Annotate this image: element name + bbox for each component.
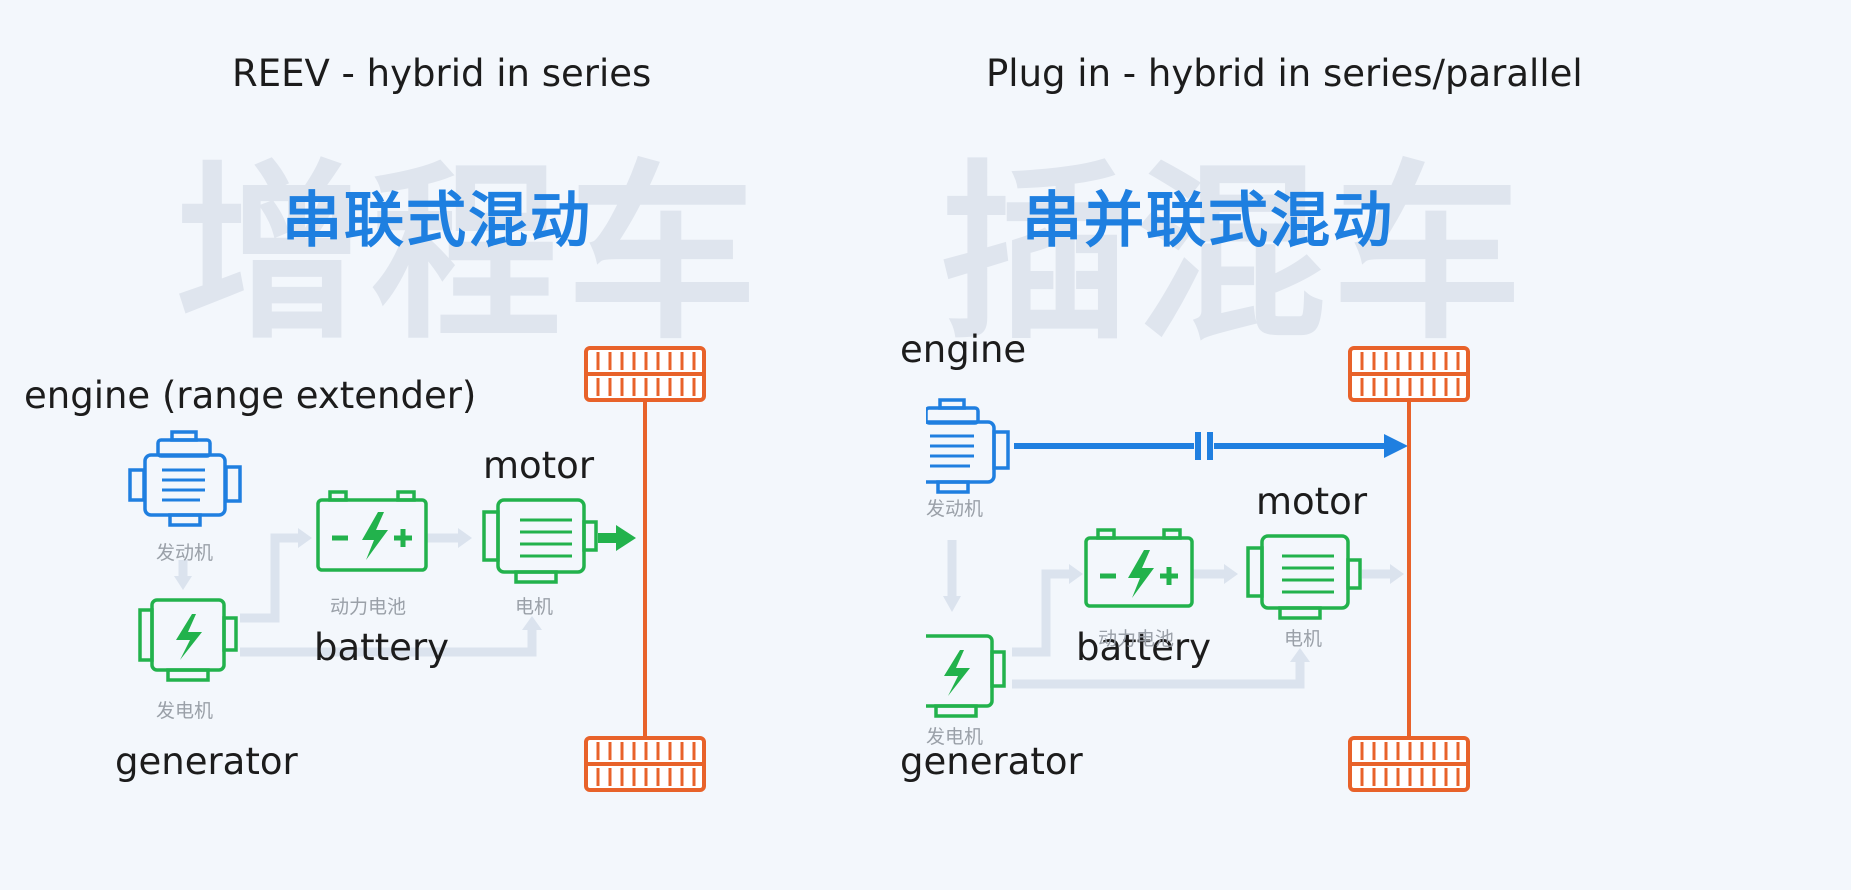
cn-label-engine: 发动机 [156,542,214,564]
wheel-icon [1348,736,1470,792]
motor-icon [1246,534,1362,620]
flow-generator-motor [1012,660,1305,689]
cn-label-generator: 发电机 [156,700,214,722]
axle-assembly [1348,346,1470,792]
label-engine: engine [900,328,1027,371]
label-generator: generator [115,740,298,783]
axle-assembly [584,346,706,792]
clutch-icon [1195,432,1213,460]
headline-series-hybrid: 串联式混动 [282,186,592,256]
battery-icon [1084,528,1194,608]
panel-series-parallel-hybrid: 插混车 Plug in - hybrid in series/parallel … [900,0,1851,890]
engine-icon [926,398,1010,494]
flow-generator-motor [240,628,537,657]
flow-arrowheads [943,564,1404,662]
drive-arrow [598,525,636,551]
label-engine-range-extender: engine (range extender) [24,374,477,417]
label-motor: motor [1256,480,1368,523]
cn-label-motor: 电机 [515,596,554,618]
flow-arrowheads [174,528,542,630]
wheel-icon [584,736,706,792]
cn-label-engine: 发动机 [926,498,984,520]
cn-label-generator: 发电机 [926,726,984,748]
generator-icon [926,634,1006,718]
mechanical-drive-line [1014,432,1408,460]
watermark-plugin-hybrid: 插混车 [940,142,1529,365]
generator-icon [138,598,238,682]
cn-label-motor: 电机 [1284,628,1323,650]
label-generator: generator [900,740,1083,783]
title-series-hybrid: REEV - hybrid in series [232,52,652,95]
cn-label-battery: 动力电池 [330,596,407,618]
series-diagram-graphics [128,346,706,792]
flow-generator-battery [1012,569,1071,657]
label-battery: battery [1076,626,1212,669]
flow-lines [947,540,1392,689]
watermark-range-extender: 增程车 [175,142,764,365]
motor-icon [482,498,598,584]
label-battery: battery [314,626,450,669]
battery-icon [316,490,428,572]
title-series-parallel-hybrid: Plug in - hybrid in series/parallel [986,52,1583,95]
flow-generator-battery [240,533,300,623]
series-parallel-diagram-graphics [926,346,1470,792]
panel-series-hybrid: 增程车 REEV - hybrid in series 串联式混动 [0,0,925,890]
cn-label-battery: 动力电池 [1098,628,1175,650]
headline-series-parallel-hybrid: 串并联式混动 [1022,186,1394,256]
wheel-icon [1348,346,1470,402]
wheel-icon [584,346,706,402]
engine-icon [128,430,242,527]
label-motor: motor [483,444,595,487]
